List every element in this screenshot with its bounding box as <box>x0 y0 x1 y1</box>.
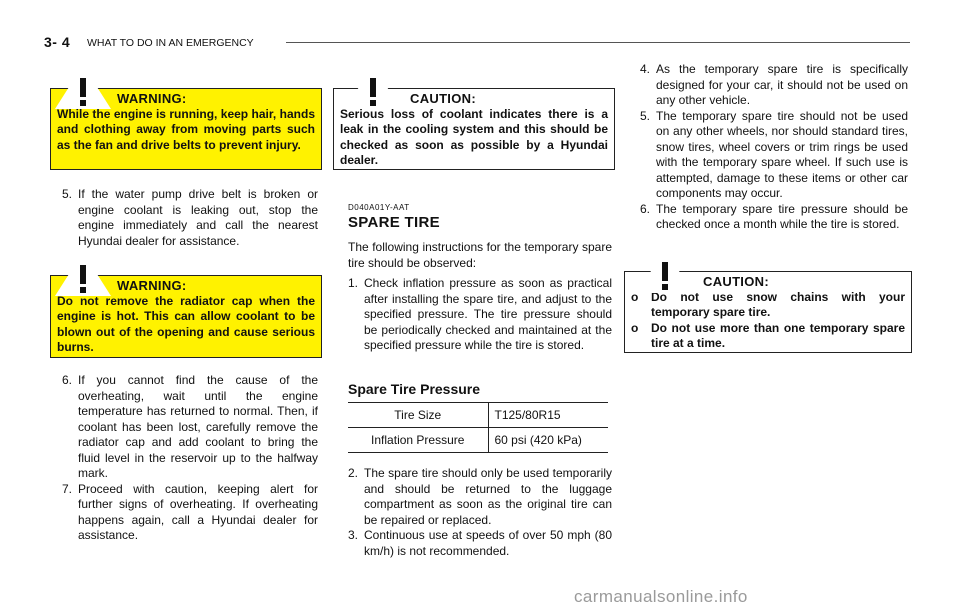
caution-triangle-icon <box>345 65 401 109</box>
caution-body: Serious loss of coolant indicates there … <box>340 106 608 168</box>
spare-tire-list-2-3: 2. The spare tire should only be used te… <box>348 466 612 559</box>
spec-value: T125/80R15 <box>488 402 608 428</box>
section-title: WHAT TO DO IN AN EMERGENCY <box>87 37 254 49</box>
warning-box-radiator-cap: WARNING: Do not remove the radiator cap … <box>50 275 322 358</box>
table-row: Tire Size T125/80R15 <box>348 402 608 428</box>
list-item-1: 1. Check inflation pressure as soon as p… <box>348 276 612 352</box>
warning-box-fan-belts: WARNING: While the engine is running, ke… <box>50 88 322 170</box>
spare-tire-heading: SPARE TIRE <box>348 214 440 231</box>
list-item-2: 2. The spare tire should only be used te… <box>348 466 612 527</box>
page-number: 3- 4 <box>44 34 71 50</box>
caution-bullet: o Do not use snow chains with your tempo… <box>631 289 905 320</box>
warning-triangle-icon <box>55 252 111 296</box>
warning-triangle-icon <box>55 65 111 109</box>
caution-title: CAUTION: <box>703 274 769 289</box>
page-header: 3- 4 WHAT TO DO IN AN EMERGENCY <box>44 34 910 54</box>
list-item-6: 6. If you cannot find the cause of the o… <box>62 373 318 480</box>
spare-tire-spec-table: Tire Size T125/80R15 Inflation Pressure … <box>348 402 608 453</box>
table-row: Inflation Pressure 60 psi (420 kPa) <box>348 427 608 453</box>
spare-tire-intro: The following instructions for the tempo… <box>348 240 612 270</box>
list-item-7: 7. Proceed with caution, keeping alert f… <box>62 481 318 543</box>
caution-title: CAUTION: <box>410 91 476 106</box>
caution-bullet: o Do not use more than one temporary spa… <box>631 320 905 351</box>
spec-label: Inflation Pressure <box>348 427 489 453</box>
section-code: D040A01Y-AAT <box>348 203 410 212</box>
list-item-4: 4. As the temporary spare tire is specif… <box>640 62 908 107</box>
list-item-5: 5. The temporary spare tire should not b… <box>640 108 908 201</box>
list-item-3: 3. Continuous use at speeds of over 50 m… <box>348 528 612 558</box>
caution-box-coolant-loss: CAUTION: Serious loss of coolant indicat… <box>333 88 615 170</box>
header-rule <box>286 42 910 43</box>
watermark: carmanualsonline.info <box>574 587 748 606</box>
caution-triangle-icon <box>637 249 693 293</box>
warning-title: WARNING: <box>117 91 187 106</box>
spec-value: 60 psi (420 kPa) <box>488 427 608 453</box>
spare-tire-pressure-heading: Spare Tire Pressure <box>348 381 481 397</box>
warning-body: Do not remove the radiator cap when the … <box>57 293 315 355</box>
list-item-5: 5. If the water pump drive belt is broke… <box>62 187 318 248</box>
list-item-6: 6. The temporary spare tire pressure sho… <box>640 201 908 232</box>
spec-label: Tire Size <box>348 402 489 428</box>
spare-tire-list-4-6: 4. As the temporary spare tire is specif… <box>640 62 908 233</box>
warning-body: While the engine is running, keep hair, … <box>57 106 315 152</box>
overheat-list: 6. If you cannot find the cause of the o… <box>62 373 318 544</box>
warning-title: WARNING: <box>117 278 187 293</box>
